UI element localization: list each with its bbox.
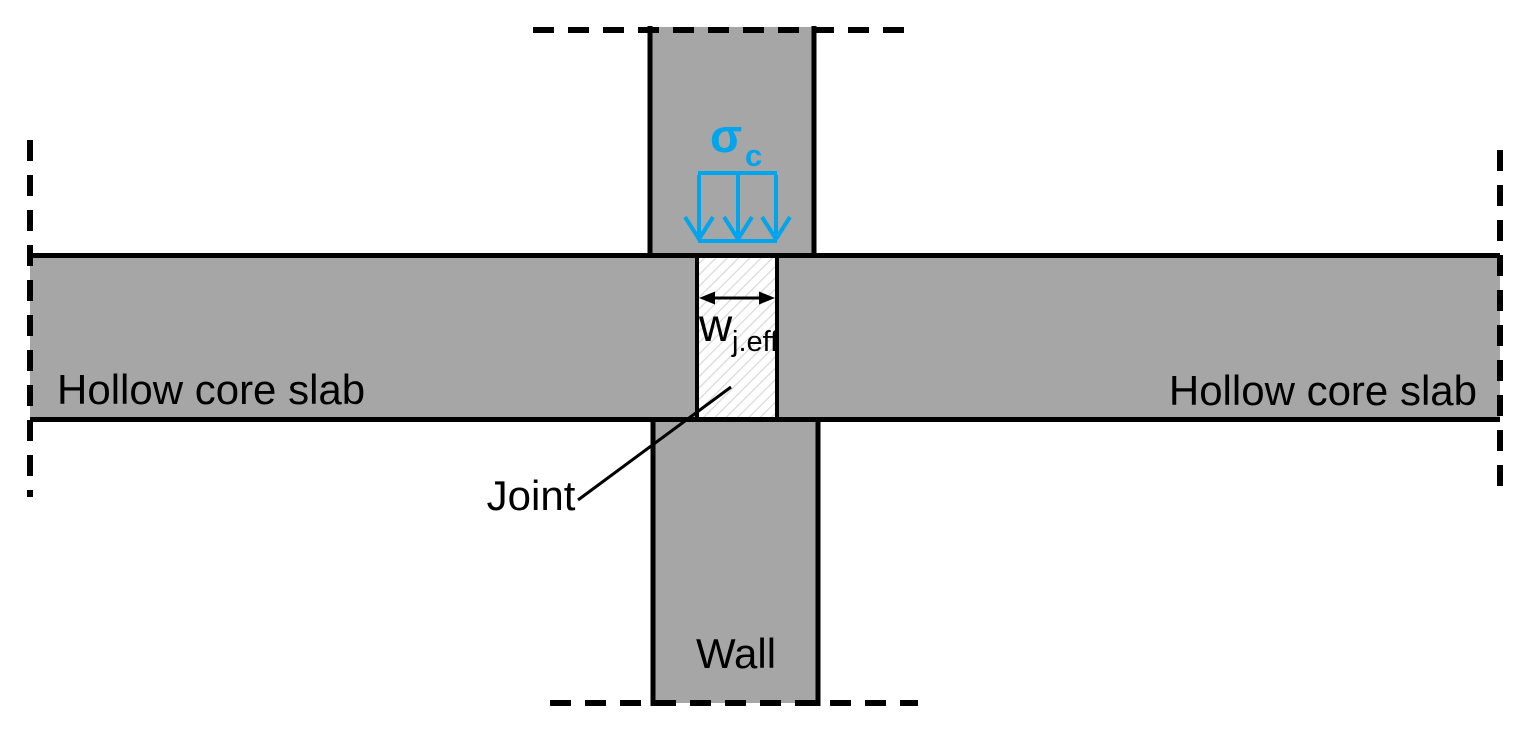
joint-strip	[695, 258, 779, 418]
stress-label: σ c	[710, 109, 762, 173]
cut-lines	[27, 27, 1503, 706]
wall-lower-body	[653, 418, 818, 703]
wall-upper	[647, 26, 817, 257]
joint-hatch-area	[695, 258, 779, 417]
load-arrowhead-right	[760, 215, 792, 243]
slab-label-left: Hollow core slab	[57, 366, 365, 413]
wall-label: Wall	[696, 630, 776, 677]
joint-leader-line	[577, 385, 732, 502]
sigma-subscript: c	[745, 138, 762, 173]
joint-width-symbol: w	[698, 299, 733, 351]
load-arrowhead-middle	[722, 215, 754, 243]
dimension-arrowhead-left	[699, 291, 715, 305]
dimension-arrowhead-right	[759, 291, 775, 305]
joint-label: Joint	[487, 472, 576, 519]
joint-width-dimension: w j.eff	[698, 291, 779, 358]
sigma-symbol: σ	[710, 109, 742, 162]
load-arrowhead-left	[683, 215, 715, 243]
wall-lower	[650, 418, 821, 706]
distributed-load-symbol	[683, 171, 792, 243]
joint-width-subscript: j.eff	[731, 326, 779, 358]
joint-callout: Joint	[487, 385, 732, 519]
slab-label-right: Hollow core slab	[1169, 367, 1477, 414]
